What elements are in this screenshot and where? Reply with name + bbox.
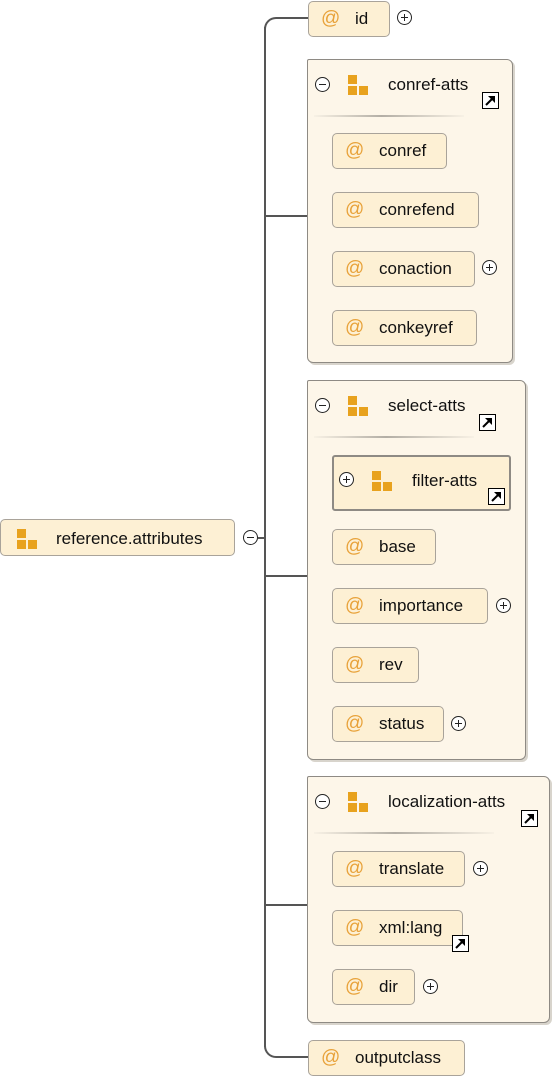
attribute-status[interactable]: @ status [332,706,444,742]
group-title: localization-atts [388,792,506,811]
attribute-icon: @ [345,976,365,997]
group-separator [314,115,464,117]
reference-arrow-icon[interactable] [521,810,538,827]
attribute-label: status [379,714,425,733]
attribute-icon: @ [345,199,365,220]
attribute-icon: @ [345,858,365,879]
connector-spine [264,27,266,1047]
group-separator [314,436,474,438]
attribute-xml-lang[interactable]: @ xml:lang [332,910,463,946]
connector-localization [264,904,308,906]
attribute-icon: @ [345,140,365,161]
attribute-label: conref [379,141,427,160]
attribute-label: importance [379,596,464,615]
localization-atts-collapse-button[interactable] [315,794,330,809]
group-icon [348,396,370,418]
conaction-expand-button[interactable] [482,260,497,275]
subgroup-title: filter-atts [412,471,478,490]
attribute-icon: @ [345,917,365,938]
group-icon [348,75,370,97]
connector-bottom-curve [264,1046,308,1058]
root-collapse-button[interactable] [243,530,258,545]
connector-top-curve [264,17,308,29]
connector-select [264,575,308,577]
attribute-icon: @ [321,8,341,29]
attribute-conaction[interactable]: @ conaction [332,251,475,287]
attribute-label: conkeyref [379,318,453,337]
attribute-conref[interactable]: @ conref [332,133,447,169]
attribute-icon: @ [345,317,365,338]
attribute-label: translate [379,859,445,878]
attribute-label: conrefend [379,200,455,219]
subgroup-filter-atts[interactable]: filter-atts [332,455,511,511]
attribute-conrefend[interactable]: @ conrefend [332,192,479,228]
filter-atts-expand-button[interactable] [339,472,354,487]
attribute-icon: @ [345,595,365,616]
group-reference-icon [17,529,39,551]
group-icon [372,471,394,493]
conref-atts-collapse-button[interactable] [315,77,330,92]
connector-root [258,537,266,539]
attribute-conkeyref[interactable]: @ conkeyref [332,310,477,346]
attribute-label: xml:lang [379,918,443,937]
attribute-importance[interactable]: @ importance [332,588,488,624]
attribute-label: rev [379,655,403,674]
group-separator [314,832,494,834]
status-expand-button[interactable] [451,716,466,731]
dir-expand-button[interactable] [423,979,438,994]
attribute-id[interactable]: @ id [308,1,390,37]
group-icon [348,792,370,814]
translate-expand-button[interactable] [473,861,488,876]
connector-conref [264,215,308,217]
attribute-icon: @ [345,258,365,279]
attribute-rev[interactable]: @ rev [332,647,419,683]
root-node[interactable]: reference.attributes [0,519,235,556]
reference-arrow-icon[interactable] [452,935,469,952]
group-title: conref-atts [388,75,469,94]
attribute-icon: @ [345,713,365,734]
reference-arrow-icon[interactable] [488,488,505,505]
attribute-label: base [379,537,416,556]
attribute-dir[interactable]: @ dir [332,969,415,1005]
id-expand-button[interactable] [397,10,412,25]
attribute-label: dir [379,977,398,996]
select-atts-collapse-button[interactable] [315,398,330,413]
attribute-icon: @ [345,654,365,675]
group-title: select-atts [388,396,466,415]
attribute-outputclass[interactable]: @ outputclass [308,1040,465,1076]
root-label: reference.attributes [56,529,203,548]
importance-expand-button[interactable] [496,598,511,613]
attribute-label: conaction [379,259,452,278]
attribute-label: outputclass [355,1048,441,1067]
attribute-label: id [355,9,369,28]
attribute-base[interactable]: @ base [332,529,436,565]
attribute-translate[interactable]: @ translate [332,851,465,887]
reference-arrow-icon[interactable] [479,414,496,431]
group-select-atts: select-atts [307,380,526,760]
reference-arrow-icon[interactable] [482,92,499,109]
attribute-icon: @ [321,1047,341,1068]
attribute-icon: @ [345,536,365,557]
